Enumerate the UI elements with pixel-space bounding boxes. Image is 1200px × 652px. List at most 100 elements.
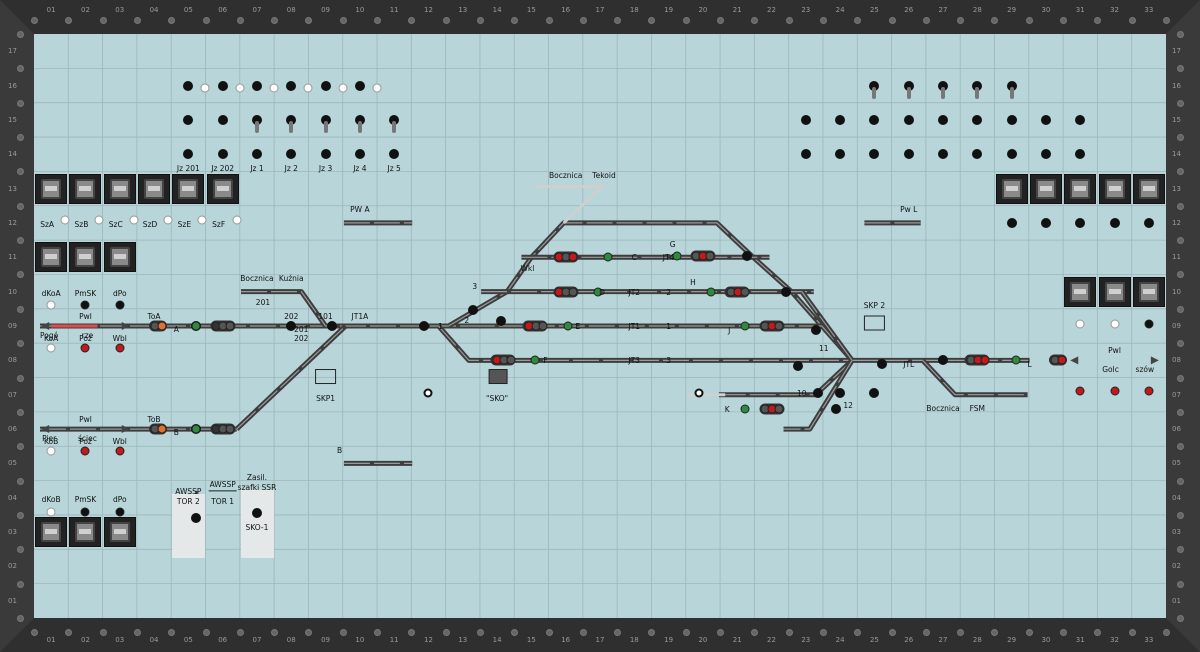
knob-button[interactable] <box>835 114 846 125</box>
lever-handle[interactable] <box>941 86 946 99</box>
knob-button[interactable] <box>286 80 297 91</box>
knob-button[interactable] <box>972 114 983 125</box>
knob-button[interactable] <box>869 149 880 160</box>
label-dpo: dPo <box>112 494 127 504</box>
screw-icon <box>442 629 450 636</box>
knob-button[interactable] <box>938 149 949 160</box>
knob-button[interactable] <box>831 403 842 414</box>
knob-button[interactable] <box>972 149 983 160</box>
block-switch[interactable] <box>103 517 136 548</box>
knob-button[interactable] <box>1075 114 1086 125</box>
knob-button[interactable] <box>938 114 949 125</box>
lever-handle[interactable] <box>906 86 911 99</box>
knob-button[interactable] <box>251 114 262 125</box>
lever-handle[interactable] <box>357 120 362 133</box>
knob-button[interactable] <box>419 321 430 331</box>
knob-button[interactable] <box>938 355 949 366</box>
knob-button[interactable] <box>1075 149 1086 160</box>
signal-lamp <box>538 321 548 331</box>
block-switch[interactable] <box>206 173 239 204</box>
knob-button[interactable] <box>1040 217 1051 228</box>
block-switch[interactable] <box>172 173 205 204</box>
knob-button[interactable] <box>467 305 478 315</box>
knob-button[interactable] <box>800 114 811 125</box>
knob-button[interactable] <box>869 80 880 91</box>
knob-button[interactable] <box>286 114 297 125</box>
knob-button[interactable] <box>1006 80 1017 91</box>
knob-button[interactable] <box>251 508 262 519</box>
block-switch[interactable] <box>138 173 171 204</box>
block-switch[interactable] <box>1064 276 1097 307</box>
knob-button[interactable] <box>217 80 228 91</box>
knob-button[interactable] <box>191 513 202 524</box>
knob-button[interactable] <box>810 325 821 335</box>
screw-icon <box>17 615 24 622</box>
lever-handle[interactable] <box>1009 86 1014 99</box>
knob-button[interactable] <box>1006 149 1017 160</box>
block-switch[interactable] <box>69 517 102 548</box>
knob-button[interactable] <box>1075 217 1086 228</box>
knob-button[interactable] <box>286 149 297 160</box>
knob-button[interactable] <box>780 286 791 297</box>
knob-button[interactable] <box>903 80 914 91</box>
knob-button[interactable] <box>792 361 803 372</box>
block-switch[interactable] <box>1098 276 1131 307</box>
block-switch[interactable] <box>1029 173 1062 204</box>
knob-button[interactable] <box>320 114 331 125</box>
knob-button[interactable] <box>1109 217 1120 228</box>
knob-button[interactable] <box>217 149 228 160</box>
knob-button[interactable] <box>320 149 331 160</box>
row-number: 14 <box>1172 150 1181 159</box>
lever-handle[interactable] <box>975 86 980 99</box>
knob-button[interactable] <box>742 251 753 262</box>
knob-button[interactable] <box>217 114 228 125</box>
block-switch[interactable] <box>103 242 136 273</box>
knob-button[interactable] <box>869 387 880 398</box>
knob-button[interactable] <box>354 114 365 125</box>
lever-handle[interactable] <box>392 120 397 133</box>
knob-button[interactable] <box>389 114 400 125</box>
block-switch[interactable] <box>1098 173 1131 204</box>
knob-button[interactable] <box>286 321 297 331</box>
knob-button[interactable] <box>1143 217 1154 228</box>
block-switch[interactable] <box>103 173 136 204</box>
knob-button[interactable] <box>183 114 194 125</box>
knob-button[interactable] <box>869 114 880 125</box>
knob-button[interactable] <box>1006 217 1017 228</box>
block-switch[interactable] <box>35 242 68 273</box>
knob-button[interactable] <box>1040 149 1051 160</box>
knob-button[interactable] <box>251 80 262 91</box>
knob-button[interactable] <box>903 149 914 160</box>
block-switch[interactable] <box>995 173 1028 204</box>
knob-button[interactable] <box>903 114 914 125</box>
block-switch[interactable] <box>1132 276 1165 307</box>
block-switch[interactable] <box>69 173 102 204</box>
block-switch[interactable] <box>1132 173 1165 204</box>
knob-button[interactable] <box>972 80 983 91</box>
knob-button[interactable] <box>938 80 949 91</box>
knob-button[interactable] <box>1040 114 1051 125</box>
knob-button[interactable] <box>800 149 811 160</box>
knob-button[interactable] <box>183 149 194 160</box>
knob-button[interactable] <box>354 80 365 91</box>
block-switch[interactable] <box>35 173 68 204</box>
knob-button[interactable] <box>389 149 400 160</box>
knob-button[interactable] <box>877 359 888 370</box>
knob-button[interactable] <box>251 149 262 160</box>
knob-button[interactable] <box>320 80 331 91</box>
lever-handle[interactable] <box>254 120 259 133</box>
knob-button[interactable] <box>183 80 194 91</box>
block-switch[interactable] <box>35 517 68 548</box>
lever-handle[interactable] <box>872 86 877 99</box>
knob-button[interactable] <box>835 149 846 160</box>
knob-button[interactable] <box>326 321 337 331</box>
lever-handle[interactable] <box>289 120 294 133</box>
knob-button[interactable] <box>1006 114 1017 125</box>
block-switch[interactable] <box>1064 173 1097 204</box>
knob-button[interactable] <box>835 387 846 398</box>
lever-handle[interactable] <box>323 120 328 133</box>
knob-button[interactable] <box>812 387 823 398</box>
knob-button[interactable] <box>496 316 507 326</box>
knob-button[interactable] <box>354 149 365 160</box>
block-switch[interactable] <box>69 242 102 273</box>
